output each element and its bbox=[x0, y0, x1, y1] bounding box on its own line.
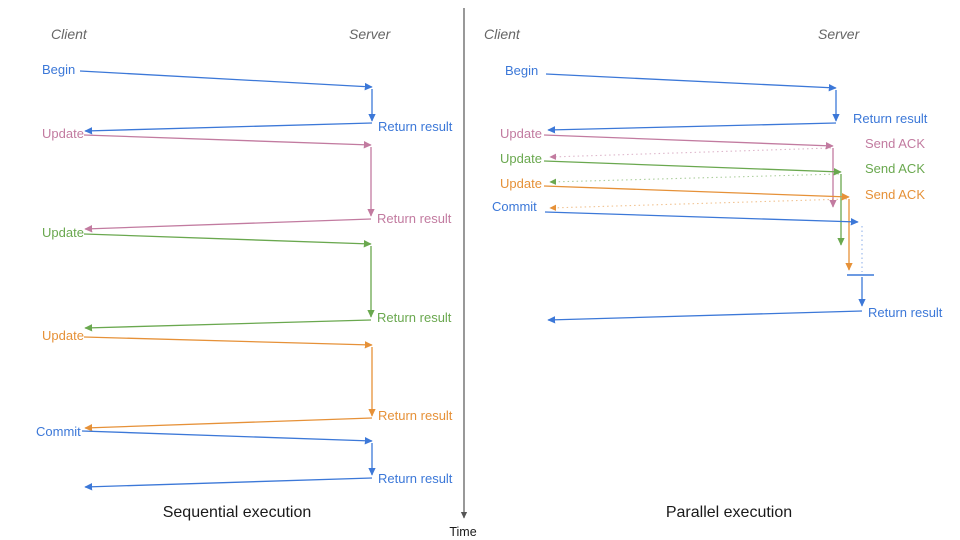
right-commit-result-label: Return result bbox=[868, 305, 943, 320]
right-update2-ack-label: Send ACK bbox=[865, 161, 925, 176]
right-update1-request-arrow bbox=[543, 134, 834, 150]
right-begin-request-arrow bbox=[545, 73, 837, 92]
right-update1-ack-label: Send ACK bbox=[865, 136, 925, 151]
right-message-commit: Commit Return result bbox=[492, 199, 943, 324]
right-update3-request-arrow bbox=[543, 185, 850, 201]
left-update1-request-arrow bbox=[83, 134, 372, 149]
right-begin-result-label: Return result bbox=[853, 111, 928, 126]
left-panel: Client Server Begin Return result Update… bbox=[36, 26, 453, 521]
right-update2-request-arrow bbox=[543, 160, 842, 176]
time-axis: Time bbox=[449, 8, 477, 539]
left-message-begin: Begin Return result bbox=[42, 62, 453, 135]
left-client-header: Client bbox=[51, 26, 88, 42]
right-update1-ack-arrow bbox=[549, 147, 832, 160]
left-commit-label: Commit bbox=[36, 424, 81, 439]
left-update2-request-arrow bbox=[83, 233, 372, 248]
right-begin-return-arrow bbox=[547, 122, 837, 134]
left-update3-request-arrow bbox=[83, 336, 373, 349]
left-update1-return-arrow bbox=[84, 218, 372, 233]
left-commit-return-arrow bbox=[84, 477, 373, 491]
right-server-header: Server bbox=[818, 26, 861, 42]
right-commit-return-arrow bbox=[547, 310, 863, 324]
left-commit-request-arrow bbox=[81, 430, 373, 445]
right-begin-label: Begin bbox=[505, 63, 538, 78]
right-message-update-3: Update Send ACK bbox=[500, 176, 925, 271]
left-update2-label: Update bbox=[42, 225, 84, 240]
left-begin-label: Begin bbox=[42, 62, 75, 77]
left-commit-result-label: Return result bbox=[378, 471, 453, 486]
left-message-commit: Commit Return result bbox=[36, 424, 453, 491]
left-begin-result-label: Return result bbox=[378, 119, 453, 134]
left-update1-result-label: Return result bbox=[377, 211, 452, 226]
right-client-header: Client bbox=[484, 26, 521, 42]
right-update3-ack-label: Send ACK bbox=[865, 187, 925, 202]
right-update3-ack-arrow bbox=[549, 198, 848, 211]
left-caption: Sequential execution bbox=[163, 504, 312, 521]
left-update2-return-arrow bbox=[84, 319, 372, 332]
left-update3-label: Update bbox=[42, 328, 84, 343]
right-message-begin: Begin Return result bbox=[505, 63, 928, 134]
right-caption: Parallel execution bbox=[666, 504, 792, 521]
left-update2-result-label: Return result bbox=[377, 310, 452, 325]
right-update2-label: Update bbox=[500, 151, 542, 166]
left-update3-return-arrow bbox=[84, 417, 373, 432]
left-message-update-2: Update Return result bbox=[42, 225, 452, 332]
right-update3-label: Update bbox=[500, 176, 542, 191]
right-panel: Client Server Begin Return result Update… bbox=[484, 26, 943, 521]
right-update1-label: Update bbox=[500, 126, 542, 141]
right-update2-ack-arrow bbox=[549, 173, 840, 185]
left-message-update-1: Update Return result bbox=[42, 126, 452, 233]
right-message-update-2: Update Send ACK bbox=[500, 151, 925, 246]
left-message-update-3: Update Return result bbox=[42, 328, 453, 432]
left-server-header: Server bbox=[349, 26, 392, 42]
right-commit-label: Commit bbox=[492, 199, 537, 214]
right-message-update-1: Update Send ACK bbox=[500, 126, 925, 208]
left-begin-return-arrow bbox=[84, 122, 373, 135]
time-axis-label: Time bbox=[449, 525, 476, 539]
left-update3-result-label: Return result bbox=[378, 408, 453, 423]
left-update1-label: Update bbox=[42, 126, 84, 141]
right-commit-request-arrow bbox=[544, 211, 859, 226]
left-begin-request-arrow bbox=[79, 70, 373, 91]
